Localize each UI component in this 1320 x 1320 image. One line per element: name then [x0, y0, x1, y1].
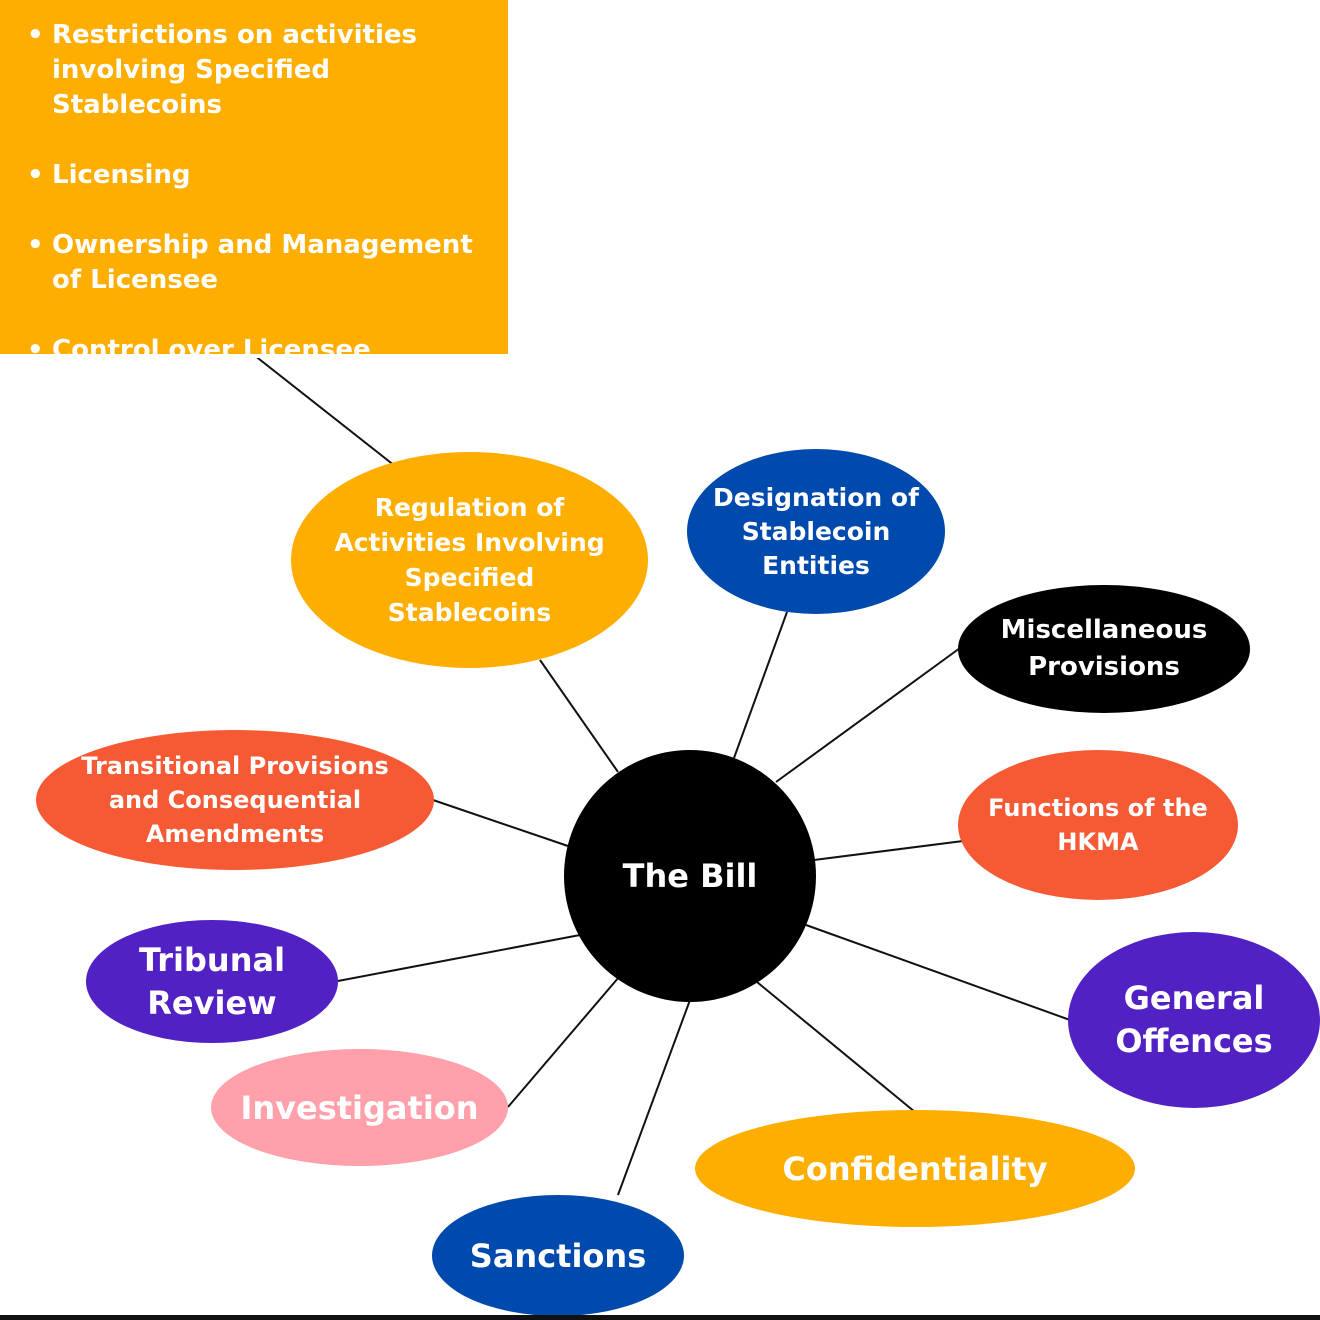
details-list: Restrictions on activities involving Spe… [27, 18, 508, 368]
node-tribunal: Tribunal Review [86, 920, 338, 1043]
center-node: The Bill [564, 750, 816, 1002]
details-list-item: Control over Licensee [27, 333, 508, 368]
connector-center-sanctions [617, 999, 691, 1196]
node-miscellaneous-label: Miscellaneous Provisions [1000, 615, 1208, 682]
connector-center-regulation [539, 659, 619, 773]
connector-center-investigation [507, 976, 620, 1108]
connector-center-transitional [432, 799, 569, 847]
node-sanctions-label: Sanctions [469, 1236, 647, 1275]
details-list-item: Restrictions on activities involving Spe… [27, 18, 508, 123]
node-miscellaneous: Miscellaneous Provisions [958, 585, 1250, 713]
node-functions: Functions of the HKMA [958, 750, 1238, 900]
node-transitional: Transitional Provisions and Consequentia… [36, 730, 434, 870]
connector-center-tribunal [337, 934, 581, 982]
node-functions-label: Functions of the HKMA [988, 794, 1208, 856]
details-list-item: Licensing [27, 158, 508, 193]
connector-center-designation [733, 611, 788, 759]
node-designation: Designation of Stablecoin Entities [687, 449, 945, 614]
node-designation-label: Designation of Stablecoin Entities [713, 482, 919, 580]
node-offences-label: General Offences [1115, 979, 1273, 1060]
node-regulation: Regulation of Activities Involving Speci… [291, 452, 648, 668]
node-transitional-label: Transitional Provisions and Consequentia… [81, 752, 389, 848]
center-node-label: The Bill [622, 857, 758, 895]
node-tribunal-label: Tribunal Review [138, 940, 286, 1022]
node-confidentiality-label: Confidentiality [782, 1149, 1048, 1188]
node-investigation: Investigation [211, 1049, 508, 1166]
connector-center-offences [805, 924, 1071, 1021]
details-list-item: Ownership and Management of Licensee [27, 228, 508, 298]
details-panel: Restrictions on activities involving Spe… [0, 0, 508, 368]
node-offences: General Offences [1068, 932, 1320, 1108]
node-regulation-label: Regulation of Activities Involving Speci… [334, 493, 605, 627]
connector-panel-regulation [253, 354, 396, 467]
bottom-border [0, 1315, 1320, 1320]
node-investigation-label: Investigation [240, 1088, 479, 1127]
connector-center-miscellaneous [775, 647, 961, 783]
node-sanctions: Sanctions [432, 1195, 684, 1316]
connector-center-confidentiality [756, 981, 916, 1113]
connector-center-functions [813, 840, 964, 861]
node-confidentiality: Confidentiality [695, 1110, 1135, 1227]
